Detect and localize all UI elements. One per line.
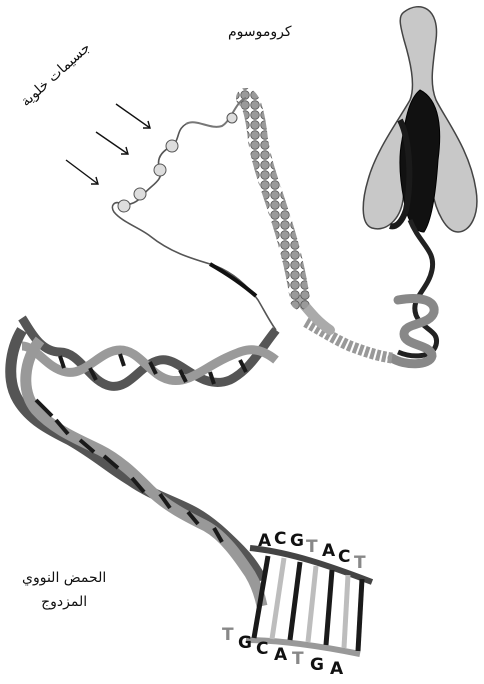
base-letter: C bbox=[256, 639, 268, 659]
chromatin-coil bbox=[295, 219, 440, 369]
dna-label-line2: المزدوج bbox=[41, 594, 88, 610]
dna-double-helix bbox=[5, 315, 280, 608]
base-letter: G bbox=[290, 531, 304, 551]
base-letter: G bbox=[310, 655, 324, 675]
base-letter: T bbox=[292, 649, 304, 669]
base-letter: T bbox=[222, 625, 234, 645]
dna-label-line1: الحمض النووي bbox=[22, 570, 107, 586]
base-letter: A bbox=[258, 531, 272, 551]
base-letter: A bbox=[330, 659, 344, 679]
chromosome bbox=[362, 6, 478, 233]
base-letter: C bbox=[338, 547, 350, 567]
base-letter: T bbox=[354, 553, 366, 573]
dna-label: الحمض النووي المزدوج bbox=[22, 566, 106, 614]
chromatin-fiber bbox=[185, 88, 310, 310]
bottom-bases: T G C A T G A bbox=[222, 625, 344, 679]
top-bases: A C G T A C T bbox=[258, 529, 366, 573]
base-letter: C bbox=[274, 529, 286, 549]
nucleosome-arrows bbox=[65, 103, 151, 185]
base-pair-rungs bbox=[245, 545, 374, 657]
base-letter: A bbox=[274, 645, 288, 665]
chromosome-label: كروموسوم bbox=[228, 24, 292, 40]
nucleosome-string bbox=[111, 112, 277, 331]
base-letter: A bbox=[322, 541, 336, 561]
base-letter: T bbox=[306, 537, 318, 557]
base-letter: G bbox=[238, 633, 252, 653]
